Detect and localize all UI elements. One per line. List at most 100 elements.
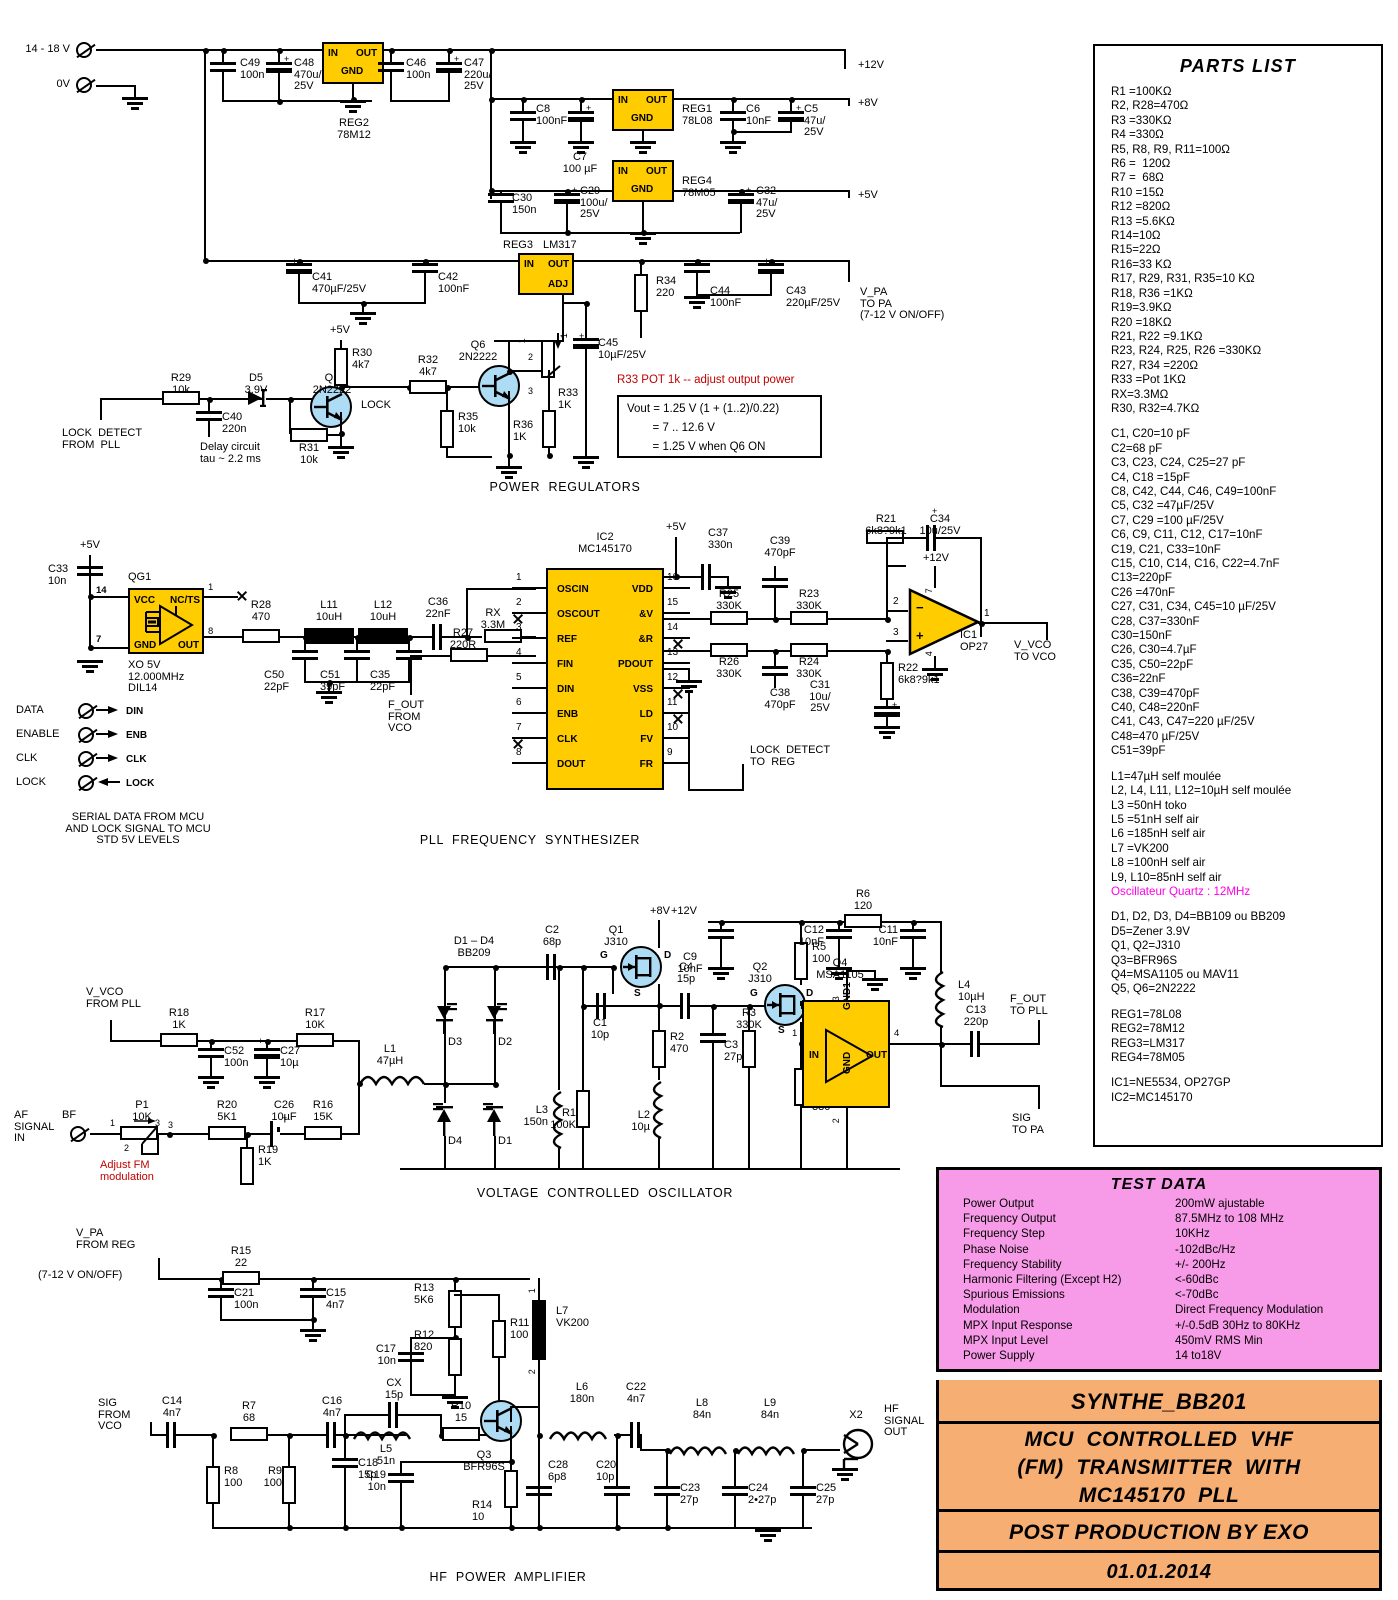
res-r35 <box>440 410 454 448</box>
af-input-terminal[interactable] <box>70 1126 86 1142</box>
res-r24 <box>790 643 828 657</box>
res-r3 <box>742 1030 756 1068</box>
parts-line: D5=Zener 3.9V <box>1111 924 1190 938</box>
parts-line: C26, C30=4.7µF <box>1111 643 1197 657</box>
q4-pin-3: 3 <box>830 996 841 1002</box>
ic2-pinnum-5: 5 <box>516 672 522 683</box>
inductor-l3 <box>552 1090 564 1150</box>
q4-pin-gnd: GND <box>842 1051 853 1074</box>
title-date: 01.01.2014 <box>936 1553 1382 1591</box>
parts-line: R2, R28=470Ω <box>1111 99 1189 113</box>
cap-c46-label: C46 100n <box>406 57 431 81</box>
res-r16 <box>304 1126 342 1140</box>
cap-c35-label: C35 22pF <box>370 669 396 693</box>
res-r25-label: R25 330K <box>716 588 742 612</box>
mcu-net-lock: LOCK <box>126 778 155 789</box>
parts-list-heading: PARTS LIST <box>1179 56 1297 76</box>
res-r15-label: R15 22 <box>230 1245 252 1269</box>
cap-c4-label: C4 15p <box>676 961 696 985</box>
inductor-l2 <box>652 1080 664 1140</box>
parts-line: C7, C29 =100 µF/25V <box>1111 513 1224 527</box>
diode-d3 <box>436 1003 457 1034</box>
res-r34-label: R34 220 <box>656 275 677 299</box>
res-r17-label: R17 10K <box>304 1007 326 1031</box>
res-r9-label: R9 100 <box>263 1465 282 1489</box>
res-r17 <box>296 1033 334 1047</box>
cap-c41-label: C41 470µF/25V <box>312 271 367 295</box>
pot-r33-wiper[interactable] <box>538 328 578 386</box>
test-data-key: Modulation <box>963 1303 1020 1317</box>
cap-c40-label: C40 220n <box>222 411 247 435</box>
opamp-ic1-ref: IC1 <box>960 629 978 641</box>
ic2-pinnum-13: 13 <box>667 647 679 658</box>
cap-c52-label: C52 100n <box>224 1045 249 1069</box>
res-r32-label: R32 4k7 <box>417 354 439 378</box>
mcu-terminal-lock[interactable] <box>78 775 94 791</box>
res-r20 <box>208 1126 246 1140</box>
supply-gnd-label: 0V <box>56 78 70 90</box>
q2-gate-label: G <box>750 988 758 999</box>
res-r7-label: R7 68 <box>241 1400 257 1424</box>
parts-line: R4 =330Ω <box>1111 128 1164 142</box>
pot-p1-label: P1 10K <box>132 1099 152 1123</box>
cap-c47-label: C47 220u/ 25V <box>464 57 492 92</box>
ic2-pinnum-4: 4 <box>516 647 522 658</box>
res-r18 <box>160 1033 198 1047</box>
ic-qg1-oscillator: VCC GND NC/TS OUT <box>128 588 204 654</box>
test-data-value: +/- 200Hz <box>1175 1257 1226 1271</box>
reg4-ref: REG4 <box>682 175 712 187</box>
parts-line: L5 =51nH self air <box>1111 812 1199 826</box>
res-r7 <box>230 1427 268 1441</box>
section-title-power-regulators: POWER REGULATORS <box>489 480 641 494</box>
opamp-ic1 <box>908 588 980 656</box>
reg4-pin-gnd: GND <box>631 184 654 195</box>
mcu-terminal-din[interactable] <box>78 703 94 719</box>
res-r35-label: R35 10k <box>458 411 479 435</box>
cap-c5-label: C5 47u/ 25V <box>804 103 826 138</box>
vvco-in-label: V_VCO FROM PLL <box>86 986 142 1010</box>
mcu-terminal-clk[interactable] <box>78 751 94 767</box>
parts-list-oscillator-note: Oscillateur Quartz : 12MHz <box>1111 884 1251 898</box>
ic2-pinnum-9: 9 <box>667 747 673 758</box>
supply-input-terminal[interactable] <box>76 42 92 58</box>
ic2-pin-pdout: PDOUT <box>618 659 653 670</box>
parts-line: C2=68 pF <box>1111 441 1163 455</box>
ic2-pinnum-10: 10 <box>667 722 679 733</box>
parts-line: R6 = 120Ω <box>1111 157 1171 171</box>
xo-pin-14: 14 <box>96 585 107 596</box>
test-data-key: Power Supply <box>963 1349 1035 1363</box>
inductor-l12 <box>358 628 408 644</box>
cap-c31-label: C31 10u/ 25V <box>809 679 831 714</box>
cap-c22-label: C22 4n7 <box>625 1381 647 1405</box>
test-data-key: Spurious Emissions <box>963 1288 1065 1302</box>
parts-line: C38, C39=470pF <box>1111 686 1200 700</box>
l7-pin-1: 1 <box>526 1288 537 1294</box>
test-data-row: Phase Noise-102dBc/Hz <box>963 1242 1323 1257</box>
test-data-row: Frequency Stability+/- 200Hz <box>963 1257 1323 1272</box>
opamp-ic1-part: OP27 <box>960 641 989 653</box>
pot-p1-wiper[interactable] <box>112 1112 184 1164</box>
arrow-icon <box>98 778 120 786</box>
vpa-in-label: V_PA FROM REG <box>76 1227 136 1251</box>
cap-c43-label: C43 220µF/25V <box>786 285 841 309</box>
transistor-q1 <box>620 946 662 988</box>
ic2-pinnum-1: 1 <box>516 572 522 583</box>
inductor-l7 <box>532 1300 546 1360</box>
res-r27-label: R27 220R <box>449 627 477 651</box>
mcu-terminal-enb[interactable] <box>78 727 94 743</box>
xo-ref: QG1 <box>128 571 152 583</box>
reg1-part: 78L08 <box>682 115 713 127</box>
cap-c27-label: C27 10µ <box>280 1045 301 1069</box>
reg3-ref: REG3 <box>503 239 533 251</box>
res-r15 <box>222 1271 260 1285</box>
cap-c2-label: C2 68p <box>542 924 562 948</box>
nc-mark <box>672 688 684 700</box>
mcu-net-din: DIN <box>126 706 144 717</box>
parts-line: R33 =Pot 1KΩ <box>1111 373 1186 387</box>
vout-formula-box: Vout = 1.25 V (1 + (1..2)/0.22) = 7 .. 1… <box>617 395 822 458</box>
cap-c21-label: C21 100n <box>234 1287 259 1311</box>
supply-gnd-terminal[interactable] <box>76 77 92 93</box>
